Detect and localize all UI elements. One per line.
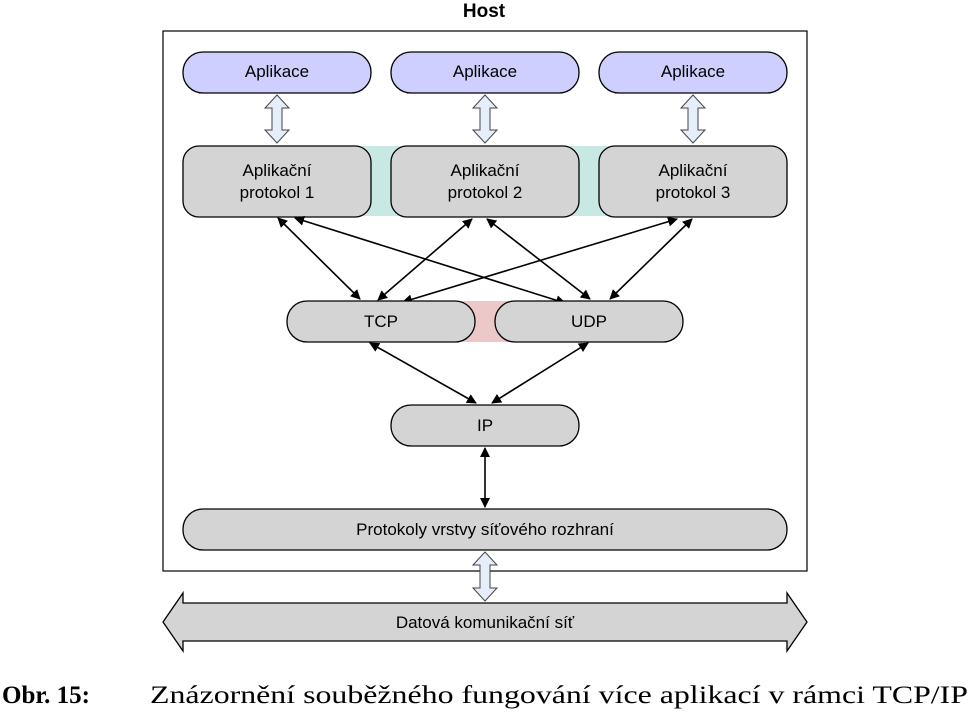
transport-ip-arrows <box>369 342 589 404</box>
arrow-udp-ip <box>491 342 589 404</box>
app-protocol-3-line1: Aplikační <box>659 161 728 180</box>
app3-protocol-double-arrow <box>679 94 707 144</box>
application-label-3: Aplikace <box>661 62 725 81</box>
app-protocol-box-1 <box>182 145 372 218</box>
app-protocol-2-line2: protokol 2 <box>448 183 523 202</box>
ip-box <box>390 404 580 447</box>
caption-number: Obr. 15: <box>2 682 90 709</box>
application-label-1: Aplikace <box>245 62 309 81</box>
caption-text: Znázornění souběžného fungování více apl… <box>150 682 968 709</box>
udp-label: UDP <box>571 312 607 331</box>
host-title: Host <box>463 1 506 22</box>
app-protocol-1-line1: Aplikační <box>243 161 312 180</box>
udp-box <box>494 300 684 343</box>
network-arrow-shape <box>162 590 808 654</box>
app-protocol-box-2 <box>390 145 580 218</box>
arrow-tcp-ip <box>369 342 477 404</box>
link-layer-label: Protokoly vrstvy síťového rozhraní <box>356 520 614 539</box>
network-label: Datová komunikační síť <box>396 613 575 632</box>
arrow-p3-udp <box>609 218 693 300</box>
app-protocol-box-3 <box>598 145 788 218</box>
link-network-double-arrow <box>471 551 499 602</box>
tcp-box <box>286 300 476 343</box>
tcp-label: TCP <box>364 312 398 331</box>
application-box-2 <box>390 51 580 94</box>
app-protocol-2-line1: Aplikační <box>451 161 520 180</box>
link-layer-box <box>182 508 788 551</box>
application-box-3 <box>598 51 788 94</box>
app2-protocol-double-arrow <box>471 94 499 144</box>
ip-label: IP <box>477 416 493 435</box>
application-label-2: Aplikace <box>453 62 517 81</box>
app-protocol-1-line2: protokol 1 <box>240 183 315 202</box>
protocol-transport-arrows <box>277 215 693 306</box>
app-protocol-3-line2: protokol 3 <box>656 183 731 202</box>
application-box-1 <box>182 51 372 94</box>
app1-protocol-double-arrow <box>263 94 291 144</box>
